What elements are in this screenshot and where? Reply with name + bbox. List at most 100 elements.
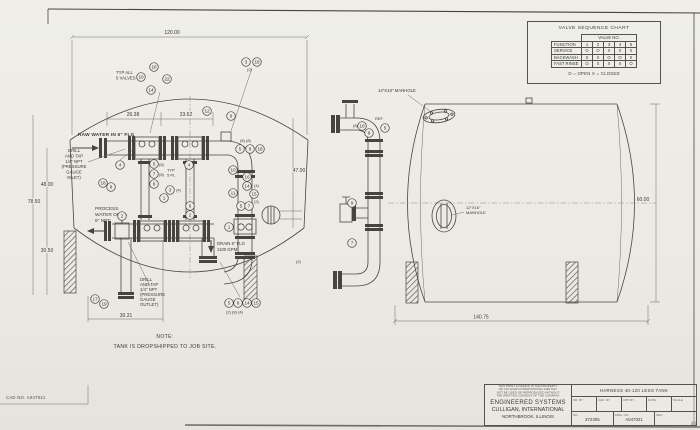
callout-balloon: 8	[149, 179, 159, 189]
svg-text:2: 2	[189, 213, 192, 218]
svg-text:78.50: 78.50	[28, 199, 41, 205]
process-out-arrow	[87, 228, 104, 234]
company-location: NORTHBROOK, ILLINOIS	[502, 413, 554, 419]
callout-balloon: 9	[347, 198, 357, 208]
callout-balloon: 9	[226, 111, 236, 121]
callout-balloon: 14	[242, 181, 252, 191]
side-view: 14"X18" MANHOLE 12"X16" MANHOLE REF (8) …	[331, 88, 660, 325]
svg-text:16: 16	[151, 65, 157, 70]
valve-chart-table: VALVE NO. FUNCTION 1 2 3 4 5 SERVICE O O…	[551, 34, 637, 68]
svg-text:8: 8	[237, 301, 240, 306]
svg-text:12"X16": 12"X16"	[466, 205, 481, 210]
svg-text:AND TAP: AND TAP	[65, 153, 83, 158]
svg-text:4: 4	[119, 163, 122, 168]
side-left-leg	[405, 261, 419, 304]
svg-text:8: 8	[249, 147, 252, 152]
svg-text:3: 3	[169, 188, 172, 193]
callout-balloon: 1	[159, 193, 169, 203]
company-name-2: CULLIGAN, INTERNATIONAL	[491, 406, 565, 413]
svg-text:(8): (8)	[159, 172, 165, 177]
svg-text:5: 5	[239, 147, 242, 152]
table-row: FUNCTION 1 2 3 4 5	[551, 40, 637, 49]
svg-text:11: 11	[231, 191, 236, 196]
side-manhole-label: 12"X16" MANHOLE	[466, 205, 486, 215]
svg-text:15: 15	[251, 192, 257, 197]
note: NOTE: TANK IS DROPSHIPPED TO JOB SITE.	[95, 334, 235, 350]
svg-text:INLET): INLET)	[67, 175, 81, 180]
note-text: TANK IS DROPSHIPPED TO JOB SITE.	[113, 344, 217, 350]
front-view: RAW WATER IN 6" FLG TYP ALL 5 VALVES DRI…	[27, 29, 310, 322]
svg-text:TYP: TYP	[167, 168, 175, 173]
svg-text:PROCESS: PROCESS	[95, 206, 118, 212]
svg-text:16: 16	[244, 175, 250, 180]
callout-balloon: 10	[136, 72, 146, 82]
table-row: SERVICE O O X X X	[551, 47, 637, 55]
svg-text:(2): (2)	[254, 199, 260, 204]
svg-text:14: 14	[148, 88, 154, 93]
svg-text:30.50: 30.50	[41, 248, 54, 254]
callout-balloon: 8	[364, 128, 374, 138]
callout-balloon: 18	[255, 144, 265, 154]
svg-text:5 VALVES: 5 VALVES	[116, 76, 136, 81]
svg-text:10: 10	[138, 75, 144, 80]
valve-no-header: VALVE NO.	[581, 34, 637, 42]
side-leaders	[407, 94, 465, 216]
callout-balloon: 8	[233, 298, 243, 308]
title-block: THIS PRINT & DESIGN IS THE PROPERTY OF C…	[484, 384, 697, 426]
svg-text:1: 1	[228, 225, 231, 230]
side-qty-label: (8)	[353, 123, 359, 128]
valve-chart-title: VALVE SEQUENCE CHART	[558, 26, 630, 31]
callout-balloon: 15	[249, 189, 259, 199]
front-dimension-lines	[32, 34, 310, 322]
svg-text:DRAIN 6" FLG: DRAIN 6" FLG	[217, 241, 246, 246]
svg-text:(4): (4)	[254, 183, 260, 188]
tank-side-outline	[388, 97, 656, 303]
callout-balloon: 3	[165, 185, 175, 195]
pg-inlet-label: DRILL AND TAP 1/4" NPT (PRESSURE GAUGE I…	[61, 148, 86, 180]
svg-text:OUTLET): OUTLET)	[140, 302, 159, 307]
raw-water-arrow	[72, 145, 99, 151]
svg-text:17: 17	[92, 297, 98, 302]
callout-balloon: 15	[251, 298, 261, 308]
raw-water-label: RAW WATER IN 6" FLG	[78, 132, 135, 138]
svg-text:(PRESSURE: (PRESSURE	[140, 292, 165, 297]
svg-text:3: 3	[245, 60, 248, 65]
title-block-row1: DR. BY CHK. BY APP. BY DATE SCALE	[572, 397, 696, 412]
svg-text:18: 18	[100, 181, 106, 186]
title-block-row2: NO.372305 DWG. NO.A047021 REV	[572, 412, 696, 425]
callout-balloon: 7	[244, 201, 254, 211]
svg-text:6: 6	[189, 204, 192, 209]
process-out-label: PROCESS WATER OUT 6" NPT	[95, 206, 123, 224]
callout-balloon: 5	[235, 144, 245, 154]
callout-balloon: 17	[90, 294, 100, 304]
svg-text:30.31: 30.31	[120, 313, 133, 319]
callout-balloon: 10	[228, 165, 238, 175]
side-dimension-lines	[392, 103, 660, 325]
table-row: FAST RINSE O X X X O	[551, 60, 637, 68]
title-block-fields: HARNESS 40-120 LESS TANK DR. BY CHK. BY …	[572, 385, 696, 425]
top-vent-fitting	[525, 97, 533, 104]
svg-text:8: 8	[368, 131, 371, 136]
top-manhole-label: 14"X18" MANHOLE	[378, 88, 416, 93]
callout-balloon: 14	[146, 85, 156, 95]
callout-balloon: 4	[184, 160, 194, 170]
callout-balloon: 2	[185, 210, 195, 220]
tank-front-outline	[69, 96, 309, 280]
svg-text:5: 5	[384, 126, 387, 131]
svg-text:(PRESSURE: (PRESSURE	[61, 164, 86, 169]
svg-text:15: 15	[253, 301, 259, 306]
typ-valves-label: TYP ALL	[116, 70, 133, 75]
svg-text:1: 1	[163, 196, 166, 201]
svg-text:48.00: 48.00	[41, 182, 54, 188]
front-leaders	[87, 67, 253, 298]
svg-text:7: 7	[248, 204, 251, 209]
front-left-leg	[63, 230, 77, 294]
valve-sequence-chart: VALVE SEQUENCE CHART VALVE NO. FUNCTION …	[527, 21, 661, 84]
callout-balloon: 5	[380, 123, 390, 133]
callout-balloon: 16	[149, 62, 159, 72]
svg-text:10: 10	[359, 124, 365, 129]
typ-5pl-label: TYP 5 PL	[167, 168, 176, 178]
table-row: BACKWASH X X O O X	[551, 53, 637, 62]
front-dimension-texts: 120.00 26.38 23.62 78.50 48.00 30.50 47.…	[27, 29, 307, 320]
